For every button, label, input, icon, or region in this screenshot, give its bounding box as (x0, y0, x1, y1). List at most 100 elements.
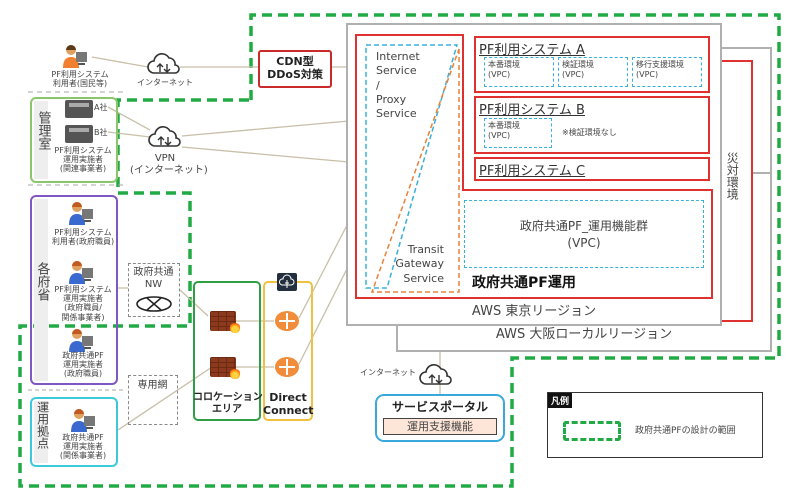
transit-gateway-label: Transit Gateway Service (390, 243, 444, 286)
colocation-label: コロケーション エリア (193, 392, 263, 415)
label-line: (VPC) (562, 70, 585, 79)
internet-cloud-icon (147, 53, 180, 74)
ministries-box (30, 195, 118, 385)
label-line: Direct (269, 391, 307, 404)
label-line: NW (144, 278, 163, 290)
label-line: Transit (407, 243, 444, 256)
aws-osaka-label: AWS 大阪ローカルリージョン (495, 327, 673, 342)
ops-base-box (30, 397, 118, 467)
dedicated-line-box: 専用網 (128, 375, 178, 425)
label-line: VPN (154, 153, 176, 164)
label-line: (VPC) (488, 131, 511, 140)
legend-box: 凡例 政府共通PFの設計の範囲 (547, 392, 763, 458)
user-icon (69, 261, 93, 284)
user-icon (71, 409, 95, 432)
ops-support-function: 運用支援機能 (383, 418, 497, 435)
label-line: 政府共通PF (62, 351, 104, 360)
label-line: 利用者(国民等) (52, 79, 108, 89)
system-b-box: PF利用システム B 本番環境 (VPC) ※検証環境なし (474, 96, 710, 154)
dr-environment-text: 災対環境 (725, 152, 740, 200)
firewall-icon (210, 311, 240, 333)
dr-environment-label: 災対環境 (724, 152, 740, 204)
design-scope-outline (18, 13, 781, 488)
internet-service-label: Internet Service / Proxy Service (376, 50, 436, 121)
dedicated-line-label: 専用網 (137, 380, 168, 391)
label-line: (VPC) (488, 70, 511, 79)
server-icon (65, 125, 93, 143)
label-line: 政府共通PF_運用機能群 (519, 219, 649, 233)
system-a-box: PF利用システム A 本番環境 (VPC) 検証環境 (VPC) 移行支援環境 … (474, 36, 710, 93)
internet-label: インターネット (137, 78, 193, 87)
label-line: Internet (376, 50, 420, 63)
firewall-icon (210, 357, 240, 379)
system-a-prod-vpc: 本番環境 (VPC) (484, 57, 554, 87)
system-a-test-vpc: 検証環境 (VPC) (558, 57, 628, 87)
label-line: PF利用システム (54, 146, 112, 155)
label-line: Service (376, 107, 417, 121)
company-a-label: A社 (94, 103, 108, 112)
router-icon (136, 296, 172, 312)
label-line: 政府共通PF (62, 433, 104, 442)
direct-connect-router-icon (275, 311, 299, 331)
vpn-label: VPN (インターネット) (130, 153, 208, 176)
ministries-label: 各府省 (33, 262, 50, 307)
label-line: Gateway (395, 257, 444, 271)
admin-room-label: 管理室 (34, 101, 51, 179)
admin-room-text: 管理室 (35, 111, 51, 150)
company-b-label: B社 (94, 128, 108, 137)
label-line: 政府共通 (133, 267, 174, 278)
label-line: コロケーション (193, 392, 263, 403)
ministries-text: 各府省 (34, 262, 50, 301)
label-line: PF利用システム (54, 228, 112, 237)
admin-operator-label: PF利用システム 運用実施者 (関連事業者) (48, 146, 118, 174)
label-line: (インターネット) (130, 164, 208, 176)
label-line: Proxy (376, 92, 407, 106)
aws-direct-connect-icon (277, 273, 297, 291)
label-line: Service (376, 64, 417, 78)
system-b-prod-vpc: 本番環境 (VPC) (484, 118, 552, 148)
cdn-label: CDN型 (276, 55, 314, 68)
label-line: 運用実施者 (63, 294, 103, 304)
label-line: (政府職員) (63, 369, 103, 379)
gov-pf-ops-title: 政府共通PF運用 (472, 275, 576, 291)
legend-scope-label: 政府共通PFの設計の範囲 (635, 426, 736, 436)
label-line: 利用者(政府職員) (51, 237, 115, 247)
colocation-box (193, 281, 261, 421)
label-line: Service (403, 271, 444, 285)
internet-bottom-label: インターネット (360, 368, 416, 377)
service-portal-title: サービスポータル (391, 400, 488, 414)
label-line: 本番環境 (488, 121, 520, 130)
direct-connect-label: Direct Connect (263, 391, 314, 417)
label-line: (VPC) (567, 236, 601, 251)
label-line: 運用実施者 (63, 155, 103, 165)
service-portal-box: サービスポータル 運用支援機能 (375, 394, 505, 442)
server-icon (65, 100, 93, 118)
label-line: (関連事業者) (59, 164, 107, 174)
user-icon (69, 329, 93, 352)
internet-cloud-icon (419, 364, 452, 385)
label-line: Connect (263, 403, 314, 417)
label-line: 運用実施者 (63, 360, 103, 370)
label-line: PF利用システム (54, 285, 112, 294)
system-b-title: PF利用システム B (479, 103, 585, 118)
cdn-ddos-box: CDN型 DDoS対策 (258, 50, 332, 88)
ops-group-vpc: 政府共通PF_運用機能群 (VPC) (464, 200, 704, 268)
label-line: エリア (212, 403, 242, 415)
gov-user-label: PF利用システム 利用者(政府職員) (48, 228, 118, 246)
user-icon (63, 45, 87, 68)
direct-connect-router-icon (275, 357, 299, 377)
public-user-label: PF利用システム 利用者(国民等) (40, 70, 120, 88)
label-line: 移行支援環境 (636, 60, 684, 69)
label-line: 関係事業者) (61, 312, 105, 322)
label-line: (関係事業者) (59, 451, 107, 461)
label-line: 本番環境 (488, 60, 520, 69)
ops-base-label: 運用拠点 (34, 401, 50, 463)
system-a-migration-vpc: 移行支援環境 (VPC) (632, 57, 702, 87)
label-line: 運用実施者 (63, 442, 103, 452)
label-line: PF利用システム (51, 70, 109, 79)
legend-scope-swatch (563, 421, 621, 441)
gov-operator-label: PF利用システム 運用実施者 (政府職員/ 関係事業者) (48, 285, 118, 322)
ops-base-text: 運用拠点 (35, 401, 50, 449)
user-icon (69, 202, 93, 225)
vpn-cloud-icon (148, 126, 181, 147)
